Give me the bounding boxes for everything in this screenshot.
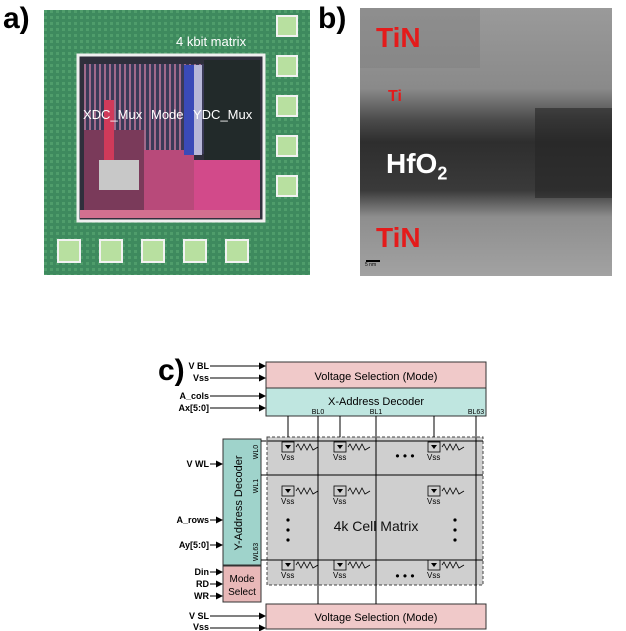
memory-cell: Vss — [333, 441, 371, 462]
memory-cell: Vss — [333, 559, 371, 580]
tin-bottom-label: TiN — [376, 222, 421, 253]
memory-cell: Vss — [281, 441, 319, 462]
panel-c-label: c) — [158, 354, 185, 387]
panel-a-label: a) — [3, 2, 30, 35]
wl0-label: WL0 — [253, 445, 260, 460]
cell-vss-label: Vss — [281, 453, 294, 462]
signal-vbl: V BL — [188, 361, 209, 371]
voltage-selection-bottom — [265, 603, 487, 630]
memory-cell: Vss — [427, 485, 465, 506]
signal-vss-bottom: Vss — [193, 622, 209, 631]
y-address-decoder-label: Y-Address Decoder — [233, 455, 245, 550]
voltage-selection-top-label: Voltage Selection (Mode) — [315, 371, 438, 383]
cell-vss-label: Vss — [427, 571, 440, 580]
matrix-annotation: 4 kbit matrix — [176, 34, 247, 49]
cell-vss-label: Vss — [281, 571, 294, 580]
x-address-decoder-label: X-Address Decoder — [328, 396, 424, 408]
column-dots-row63: • • • — [395, 569, 414, 583]
bl0-label: BL0 — [312, 409, 325, 416]
cell-vss-label: Vss — [427, 453, 440, 462]
signal-vsl: V SL — [189, 611, 210, 621]
bl1-label: BL1 — [370, 409, 383, 416]
signal-din: Din — [195, 567, 210, 577]
tin-top-label: TiN — [376, 22, 421, 53]
cell-vss-label: Vss — [333, 453, 346, 462]
ti-label: Ti — [388, 88, 402, 105]
bl63-label: BL63 — [468, 409, 484, 416]
hfo2-label: HfO2 — [386, 148, 447, 185]
memory-cell: Vss — [281, 485, 319, 506]
mode-select-line1: Mode — [229, 574, 254, 585]
mode-annotation: Mode — [151, 107, 184, 122]
signal-rd: RD — [196, 579, 209, 589]
mode-select — [222, 565, 262, 603]
signal-a-rows: A_rows — [176, 515, 209, 525]
chip-micrograph: 4 kbit matrix XDC_Mux Mode YDC_Mux — [44, 10, 310, 275]
ydc-mux-annotation: YDC_Mux — [193, 107, 253, 122]
voltage-selection-bottom-label: Voltage Selection (Mode) — [315, 612, 438, 624]
mode-select-line2: Select — [228, 587, 256, 598]
column-dots-row0: • • • — [395, 449, 414, 463]
cell-vss-label: Vss — [333, 571, 346, 580]
row-dots — [286, 518, 457, 542]
scale-bar-label: 5 nm — [365, 262, 377, 268]
signal-ax: Ax[5:0] — [178, 403, 209, 413]
wl1-label: WL1 — [253, 479, 260, 494]
hfo2-subscript: 2 — [437, 163, 448, 184]
scale-bar — [366, 260, 380, 262]
cell-vss-label: Vss — [427, 497, 440, 506]
cell-vss-label: Vss — [333, 497, 346, 506]
y-address-decoder — [222, 438, 262, 566]
signal-a-cols: A_cols — [179, 391, 209, 401]
signal-vwl: V WL — [187, 459, 210, 469]
memory-cell: Vss — [427, 559, 465, 580]
memory-cell: Vss — [281, 559, 319, 580]
signal-wr: WR — [194, 591, 209, 601]
signal-vss-top: Vss — [193, 373, 209, 383]
cell-vss-label: Vss — [281, 497, 294, 506]
memory-cell: Vss — [427, 441, 465, 462]
voltage-selection-top — [265, 361, 487, 389]
hfo-text: HfO — [386, 148, 438, 179]
tem-image: TiN Ti HfO2 TiN 5 nm — [360, 8, 612, 276]
panel-b-label: b) — [318, 2, 347, 35]
x-address-decoder — [265, 387, 487, 417]
wl63-label: WL63 — [253, 543, 260, 561]
xdc-mux-annotation: XDC_Mux — [83, 107, 143, 122]
memory-cell: Vss — [333, 485, 371, 506]
signal-ay: Ay[5:0] — [179, 540, 209, 550]
